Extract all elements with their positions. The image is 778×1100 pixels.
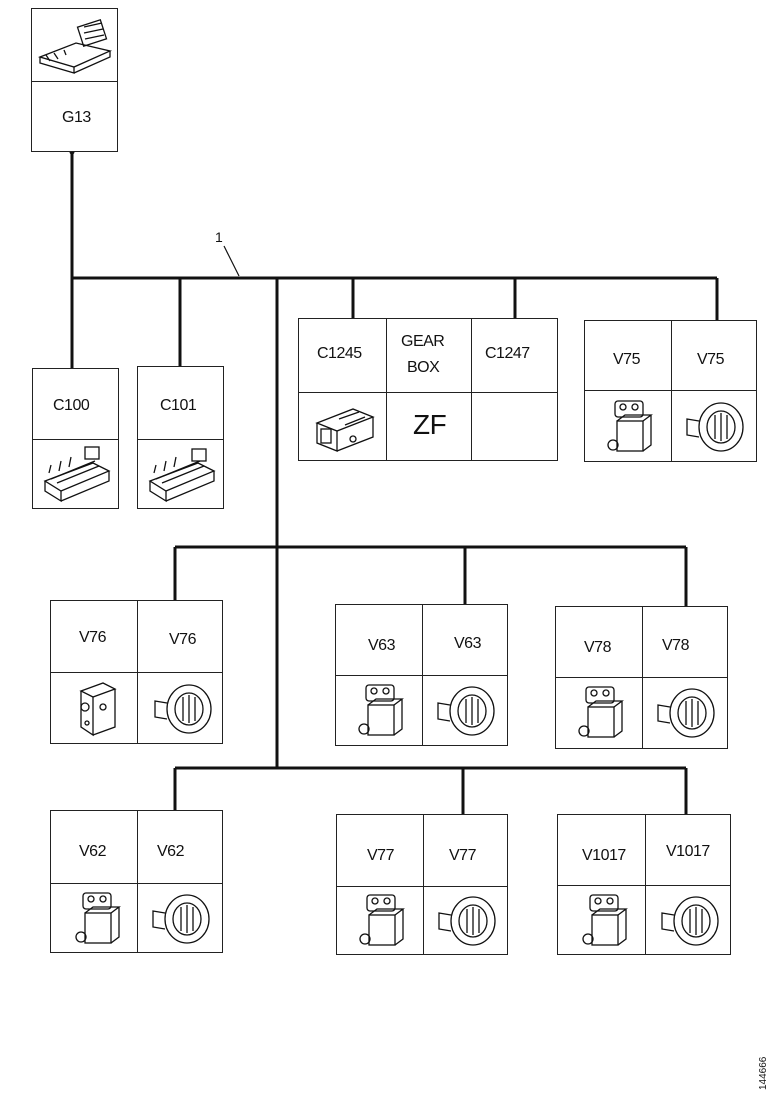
round-connector-icon	[657, 688, 715, 738]
v76-label-right: V76	[169, 631, 196, 648]
v63-valve-box: V63 V63	[335, 604, 508, 746]
document-id: 144666	[758, 1056, 769, 1090]
v76-label-left: V76	[79, 629, 106, 646]
gearbox-label-line1: GEAR	[401, 333, 445, 350]
solenoid-valve-icon	[359, 894, 405, 946]
v62-valve-box: V62 V62	[50, 810, 223, 953]
c1245-label: C1245	[317, 345, 362, 362]
v63-label-left: V63	[368, 637, 395, 654]
g13-label: G13	[62, 109, 91, 126]
v63-label-right: V63	[454, 635, 481, 652]
ref-leader-line	[223, 245, 240, 277]
gearbox-label-line2: BOX	[407, 359, 440, 376]
round-connector-icon	[686, 402, 744, 452]
c101-label: C101	[160, 397, 197, 414]
v78-label-left: V78	[584, 639, 611, 656]
control-unit-icon	[37, 18, 113, 74]
v77-valve-box: V77 V77	[336, 814, 508, 955]
solenoid-valve-icon	[358, 684, 404, 736]
c1247-label: C1247	[485, 345, 530, 362]
v76-valve-box: V76 V76	[50, 600, 223, 744]
v1017-label-left: V1017	[582, 847, 626, 864]
c101-connector-box: C101	[137, 366, 224, 509]
v75-label-right: V75	[697, 351, 724, 368]
connector-plug-icon	[315, 408, 375, 452]
v1017-label-right: V1017	[666, 843, 710, 860]
round-connector-icon	[152, 894, 210, 944]
connector-block-icon	[148, 448, 216, 503]
v77-label-left: V77	[367, 847, 394, 864]
solenoid-valve-icon	[75, 892, 121, 944]
round-connector-icon	[437, 686, 495, 736]
solenoid-valve-icon	[578, 686, 624, 738]
solenoid-valve-icon	[607, 400, 653, 452]
v75-label-left: V75	[613, 351, 640, 368]
v77-label-right: V77	[449, 847, 476, 864]
v75-valve-box: V75 V75	[584, 320, 757, 462]
wire-ref-number: 1	[215, 229, 223, 245]
v1017-valve-box: V1017 V1017	[557, 814, 731, 955]
valve-block-icon	[79, 682, 117, 737]
round-connector-icon	[438, 896, 496, 946]
v62-label-left: V62	[79, 843, 106, 860]
gearbox-connector-block: C1245 GEAR BOX C1247 ZF	[298, 318, 558, 461]
c100-label: C100	[53, 397, 90, 414]
connector-block-icon	[43, 446, 111, 503]
g13-unit-box: G13	[31, 8, 118, 152]
round-connector-icon	[154, 684, 212, 734]
zf-text: ZF	[413, 409, 447, 440]
v78-valve-box: V78 V78	[555, 606, 728, 749]
v62-label-right: V62	[157, 843, 184, 860]
round-connector-icon	[661, 896, 719, 946]
c100-connector-box: C100	[32, 368, 119, 509]
solenoid-valve-icon	[582, 894, 628, 946]
v78-label-right: V78	[662, 637, 689, 654]
